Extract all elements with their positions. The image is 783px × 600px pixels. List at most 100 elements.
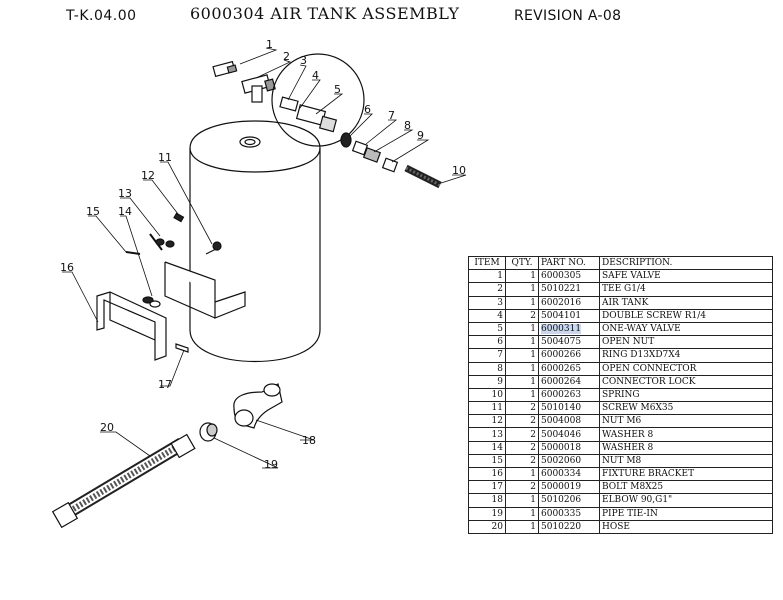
bom-cell-item: 6	[468, 335, 506, 350]
bom-cell-item: 8	[468, 361, 506, 376]
callout-18: 18	[302, 434, 316, 447]
connector-lock-part	[381, 157, 399, 173]
bom-cell-item: 13	[468, 427, 506, 442]
bom-cell-qty: 1	[505, 269, 539, 284]
drawing-code: T-K.04.00	[66, 8, 137, 24]
bom-cell-part-no: 5010221	[538, 282, 600, 297]
bom-cell-item: 16	[468, 466, 506, 482]
callout-5: 5	[334, 83, 341, 96]
bom-cell-description: ELBOW 90,G1"	[599, 493, 773, 508]
bom-cell-qty: 1	[505, 361, 539, 376]
bom-cell-qty: 1	[505, 335, 539, 350]
callout-11: 11	[158, 151, 172, 164]
open-connector-part	[362, 147, 382, 163]
bom-cell-description: OPEN CONNECTOR	[599, 361, 773, 376]
bom-cell-item: 7	[468, 348, 506, 363]
bom-header-qty: QTY.	[505, 255, 539, 271]
bom-cell-part-no: 6000335	[538, 506, 600, 521]
bom-cell-part-no: 5004075	[538, 335, 600, 350]
bom-cell-part-no: 5000018	[538, 440, 600, 455]
callout-17: 17	[158, 378, 172, 391]
bom-header-row: ITEM QTY. PART NO. DESCRIPTION.	[468, 255, 773, 271]
drawing-title: 6000304 AIR TANK ASSEMBLY	[190, 4, 460, 23]
bom-cell-item: 10	[468, 387, 506, 403]
bom-cell-description: HOSE	[599, 519, 773, 534]
bom-cell-description: FIXTURE BRACKET	[599, 466, 773, 482]
bom-cell-qty: 1	[505, 282, 539, 297]
bom-cell-qty: 1	[505, 519, 539, 534]
bom-cell-part-no: 5010140	[538, 401, 600, 416]
bom-cell-item: 20	[468, 519, 506, 534]
bom-cell-description: BOLT M8X25	[599, 480, 773, 495]
bom-cell-part-no: 6000263	[538, 387, 600, 403]
bom-cell-qty: 2	[505, 427, 539, 442]
bom-cell-item: 14	[468, 440, 506, 455]
callout-12: 12	[141, 169, 155, 182]
bom-cell-description: SPRING	[599, 387, 773, 403]
bom-cell-qty: 1	[505, 348, 539, 363]
bom-cell-part-no: 5004008	[538, 414, 600, 429]
bom-cell-part-no: 6000334	[538, 466, 600, 482]
bom-cell-description: DOUBLE SCREW R1/4	[599, 308, 773, 323]
callout-10: 10	[452, 164, 466, 177]
callout-7: 7	[388, 109, 395, 122]
safe-valve-part	[212, 60, 238, 78]
bom-cell-part-no: 5004046	[538, 427, 600, 442]
detail-circle	[271, 53, 365, 147]
callout-2: 2	[283, 50, 290, 63]
ring-part	[351, 140, 369, 156]
bom-cell-part-no: 6002016	[538, 295, 600, 310]
bom-cell-qty: 1	[505, 321, 539, 337]
bom-cell-item: 11	[468, 401, 506, 416]
bom-cell-item: 15	[468, 453, 506, 469]
air-tank	[189, 120, 321, 362]
callout-9: 9	[417, 129, 424, 142]
bom-cell-description: AIR TANK	[599, 295, 773, 310]
callout-6: 6	[364, 103, 371, 116]
bom-cell-description: ONE-WAY VALVE	[599, 321, 773, 337]
callout-14: 14	[118, 205, 132, 218]
bom-cell-part-no: 6000311	[538, 321, 600, 337]
leader-lines	[62, 47, 467, 469]
bom-cell-item: 5	[468, 321, 506, 337]
bom-cell-qty: 1	[505, 295, 539, 310]
bom-cell-description: SCREW M6X35	[599, 401, 773, 416]
tank-bracket	[164, 261, 246, 319]
bom-cell-part-no: 6000264	[538, 374, 600, 389]
callout-13: 13	[118, 187, 132, 200]
fastener-parts	[125, 212, 222, 353]
bom-cell-qty: 1	[505, 466, 539, 482]
bom-cell-description: TEE G1/4	[599, 282, 773, 297]
bom-cell-part-no: 6000305	[538, 269, 600, 284]
bom-cell-item: 4	[468, 308, 506, 323]
callout-15: 15	[86, 205, 100, 218]
bom-cell-qty: 2	[505, 308, 539, 323]
bom-header-description: DESCRIPTION.	[599, 255, 773, 271]
bom-cell-item: 9	[468, 374, 506, 389]
callout-8: 8	[404, 119, 411, 132]
callout-1: 1	[266, 38, 273, 51]
callout-3: 3	[300, 54, 307, 67]
one-way-valve-part	[295, 104, 338, 133]
bom-cell-part-no: 5002060	[538, 453, 600, 469]
tee-part	[241, 74, 276, 103]
bom-cell-description: CONNECTOR LOCK	[599, 374, 773, 389]
bom-cell-part-no: 5010220	[538, 519, 600, 534]
bom-cell-item: 1	[468, 269, 506, 284]
callout-19: 19	[264, 458, 278, 471]
